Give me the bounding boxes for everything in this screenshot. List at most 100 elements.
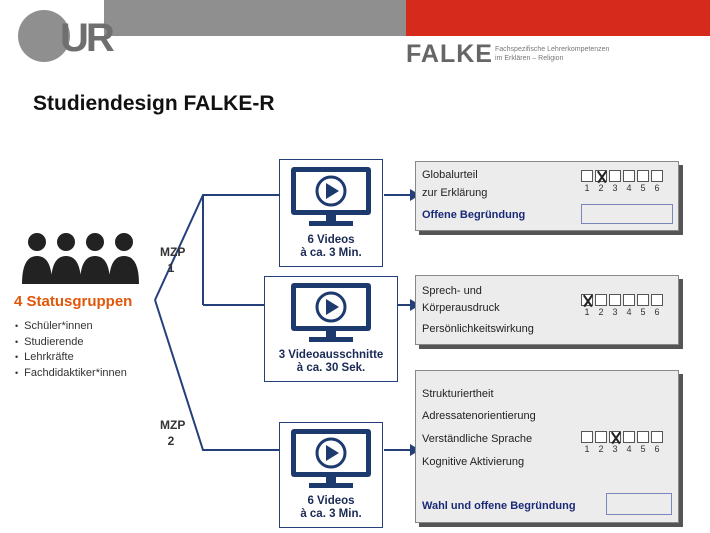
header-red-bar	[406, 0, 710, 36]
scale-option: 6	[651, 294, 663, 317]
mzp2-label-line2: 2	[167, 434, 175, 448]
statusgruppen-heading: 4 Statusgruppen	[14, 293, 133, 310]
mzp1-label-line2: 1	[167, 261, 175, 275]
mzp1-label: MZP 1	[160, 244, 186, 276]
video-box-3: 6 Videos à ca. 3 Min.	[279, 422, 383, 528]
scale-option: 2	[595, 431, 607, 454]
scale-checkbox	[623, 170, 635, 182]
scale-option: 5	[637, 431, 649, 454]
panel3-line2: Adressatenorientierung	[422, 410, 536, 422]
mzp2-label-line1: MZP	[160, 418, 186, 432]
panel3-line1: Strukturiertheit	[422, 388, 494, 400]
scale-checkbox-checked	[581, 294, 593, 306]
scale-option: 4	[623, 170, 635, 193]
mzp1-label-line1: MZP	[160, 245, 186, 259]
panel1-line2: zur Erklärung	[422, 187, 488, 199]
falke-logo-word: FALKE	[406, 40, 493, 68]
video-label-1: 6 Videos à ca. 3 Min.	[280, 234, 382, 260]
video-label-2: 3 Videoausschnitte à ca. 30 Sek.	[265, 349, 397, 375]
video-monitor-icon	[291, 167, 371, 226]
scale-number: 6	[654, 307, 660, 317]
scale-number: 6	[654, 444, 660, 454]
scale-checkbox	[581, 431, 593, 443]
scale-option: 6	[651, 170, 663, 193]
scale-number: 1	[584, 183, 590, 193]
panel3-line3: Verständliche Sprache	[422, 433, 533, 445]
video-label-3: 6 Videos à ca. 3 Min.	[280, 495, 382, 521]
falke-subtitle-line2: im Erklären – Religion	[495, 55, 564, 63]
header-gray-bar	[104, 0, 406, 36]
ur-logo-text: UR	[60, 16, 115, 60]
scale-checkbox-checked	[595, 170, 607, 182]
panel2-line3: Persönlichkeitswirkung	[422, 323, 534, 335]
scale-option: 3	[609, 170, 621, 193]
scale-checkbox	[637, 431, 649, 443]
scale-option: 2	[595, 294, 607, 317]
scale-option: 4	[623, 431, 635, 454]
scale-checkbox	[637, 170, 649, 182]
scale-checkbox	[595, 294, 607, 306]
mzp2-label: MZP 2	[160, 417, 186, 449]
list-item: Studierende	[15, 335, 127, 351]
scale-checkbox	[637, 294, 649, 306]
scale-number: 4	[626, 307, 632, 317]
scale-number: 3	[612, 183, 618, 193]
scale-option: 4	[623, 294, 635, 317]
scale-option: 3	[609, 294, 621, 317]
video-box-2: 3 Videoausschnitte à ca. 30 Sek.	[264, 276, 398, 382]
falke-logo-subtitle: Fachspezifische Lehrerkompetenzen im Erk…	[495, 45, 675, 64]
scale-number: 5	[640, 444, 646, 454]
scale-number: 1	[584, 444, 590, 454]
video-label-3-line1: 6 Videos	[307, 495, 355, 507]
video-label-2-line2: à ca. 30 Sek.	[296, 362, 366, 374]
list-item: Schüler*innen	[15, 319, 127, 335]
scale-checkbox	[595, 431, 607, 443]
people-group-icon	[22, 233, 139, 284]
page-title: Studiendesign FALKE-R	[33, 92, 275, 115]
scale-option: 1	[581, 294, 593, 317]
scale-checkbox	[581, 170, 593, 182]
video-monitor-icon	[291, 429, 371, 488]
ur-logo-circle	[18, 10, 70, 62]
scale-option: 2	[595, 170, 607, 193]
scale-checkbox	[609, 294, 621, 306]
statusgruppen-list: Schüler*innen Studierende Lehrkräfte Fac…	[15, 319, 127, 381]
panel2-line2: Körperausdruck	[422, 302, 500, 314]
scale-number: 5	[640, 307, 646, 317]
scale-number: 2	[598, 444, 604, 454]
scale-number: 3	[612, 444, 618, 454]
video-label-1-line1: 6 Videos	[307, 234, 355, 246]
rating-panel-2: Sprech- und Körperausdruck Persönlichkei…	[415, 275, 679, 345]
scale-option: 3	[609, 431, 621, 454]
panel1-line1: Globalurteil	[422, 169, 478, 181]
video-label-1-line2: à ca. 3 Min.	[300, 247, 362, 259]
panel3-open-label: Wahl und offene Begründung	[422, 500, 576, 512]
scale-option: 5	[637, 294, 649, 317]
open-answer-box-3	[606, 493, 672, 515]
scale-number: 6	[654, 183, 660, 193]
ur-logo: UR	[18, 10, 115, 66]
scale-checkbox	[623, 431, 635, 443]
panel3-line4: Kognitive Aktivierung	[422, 456, 525, 468]
video-box-1: 6 Videos à ca. 3 Min.	[279, 159, 383, 267]
list-item: Lehrkräfte	[15, 350, 127, 366]
scale-number: 2	[598, 307, 604, 317]
scale-number: 3	[612, 307, 618, 317]
scale-option: 1	[581, 170, 593, 193]
scale-number: 5	[640, 183, 646, 193]
open-answer-box-1	[581, 204, 673, 224]
panel2-line1: Sprech- und	[422, 285, 482, 297]
scale-checkbox	[651, 170, 663, 182]
rating-panel-1: Globalurteil zur Erklärung Offene Begrün…	[415, 161, 679, 231]
video-label-2-line1: 3 Videoausschnitte	[278, 349, 384, 361]
video-monitor-icon	[291, 283, 371, 342]
scale-option: 5	[637, 170, 649, 193]
falke-subtitle-line1: Fachspezifische Lehrerkompetenzen	[495, 46, 610, 53]
list-item: Fachdidaktiker*innen	[15, 366, 127, 382]
panel1-open-label: Offene Begründung	[422, 209, 526, 221]
scale-number: 4	[626, 183, 632, 193]
scale-checkbox	[651, 294, 663, 306]
scale-checkbox	[609, 170, 621, 182]
